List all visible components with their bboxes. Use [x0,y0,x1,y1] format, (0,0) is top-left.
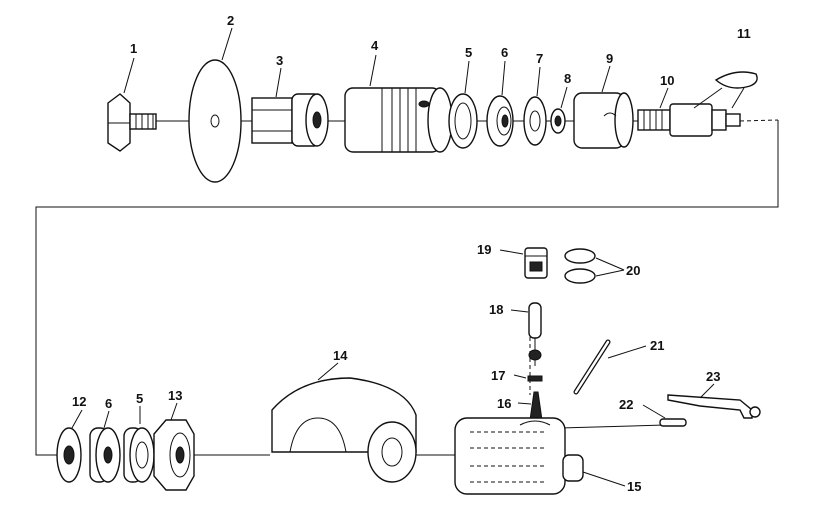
part-17-seal [527,375,543,382]
callout-15: 15 [627,479,641,494]
callout-8: 8 [564,71,571,86]
part-22-lever-pin [659,418,687,427]
callout-4: 4 [371,38,379,53]
part-13-lock-nut [153,419,195,491]
leader-lines [71,27,715,487]
callout-10: 10 [660,73,674,88]
callout-19: 19 [477,242,491,257]
callout-20: 20 [626,263,640,278]
part-6-lower-bearing [89,427,121,483]
part-20-o-rings [564,248,625,284]
callout-2: 2 [227,13,234,28]
callout-11: 11 [737,26,751,41]
callout-6: 6 [501,45,508,60]
callout-7: 7 [536,51,543,66]
part-1-bolt [107,93,157,152]
part-8-small-washer [550,108,566,134]
part-6-bearing [486,95,514,147]
callout-9: 9 [606,51,613,66]
part-2-wheel-disc [188,59,242,183]
part-18-valve-pin [528,302,542,366]
part-16-spring [529,391,543,421]
part-15-motor-body [454,417,584,495]
callout-18: 18 [489,302,503,317]
part-7-washer [523,96,547,146]
part-4-spindle-housing [344,87,453,153]
callout-17: 17 [491,368,505,383]
part-5-lower-bearing [123,427,155,483]
callout-12: 12 [72,394,86,409]
part-12-end-washer [56,427,82,483]
callout-6-lower: 6 [105,396,112,411]
callout-13: 13 [168,388,182,403]
part-9-rotor-block [573,92,634,149]
part-19-plug [524,247,548,279]
part-3-hex-flange-nut [251,93,329,147]
part-21-rod [573,339,611,395]
callout-5-lower: 5 [136,391,143,406]
callout-23: 23 [706,369,720,384]
callout-16: 16 [497,396,511,411]
callout-21: 21 [650,338,664,353]
callout-labels: 1 2 3 4 5 6 7 8 9 10 11 12 6 5 13 14 15 … [72,13,751,494]
part-23-throttle-lever [667,394,761,419]
callout-5: 5 [465,45,472,60]
part-14-wheel-guard [271,377,417,483]
callout-3: 3 [276,53,283,68]
callout-1: 1 [130,41,137,56]
part-5-bearing [448,93,478,149]
callout-22: 22 [619,397,633,412]
callout-14: 14 [333,348,348,363]
part-11-key [693,71,758,109]
part-10-valve-stem [637,103,741,137]
